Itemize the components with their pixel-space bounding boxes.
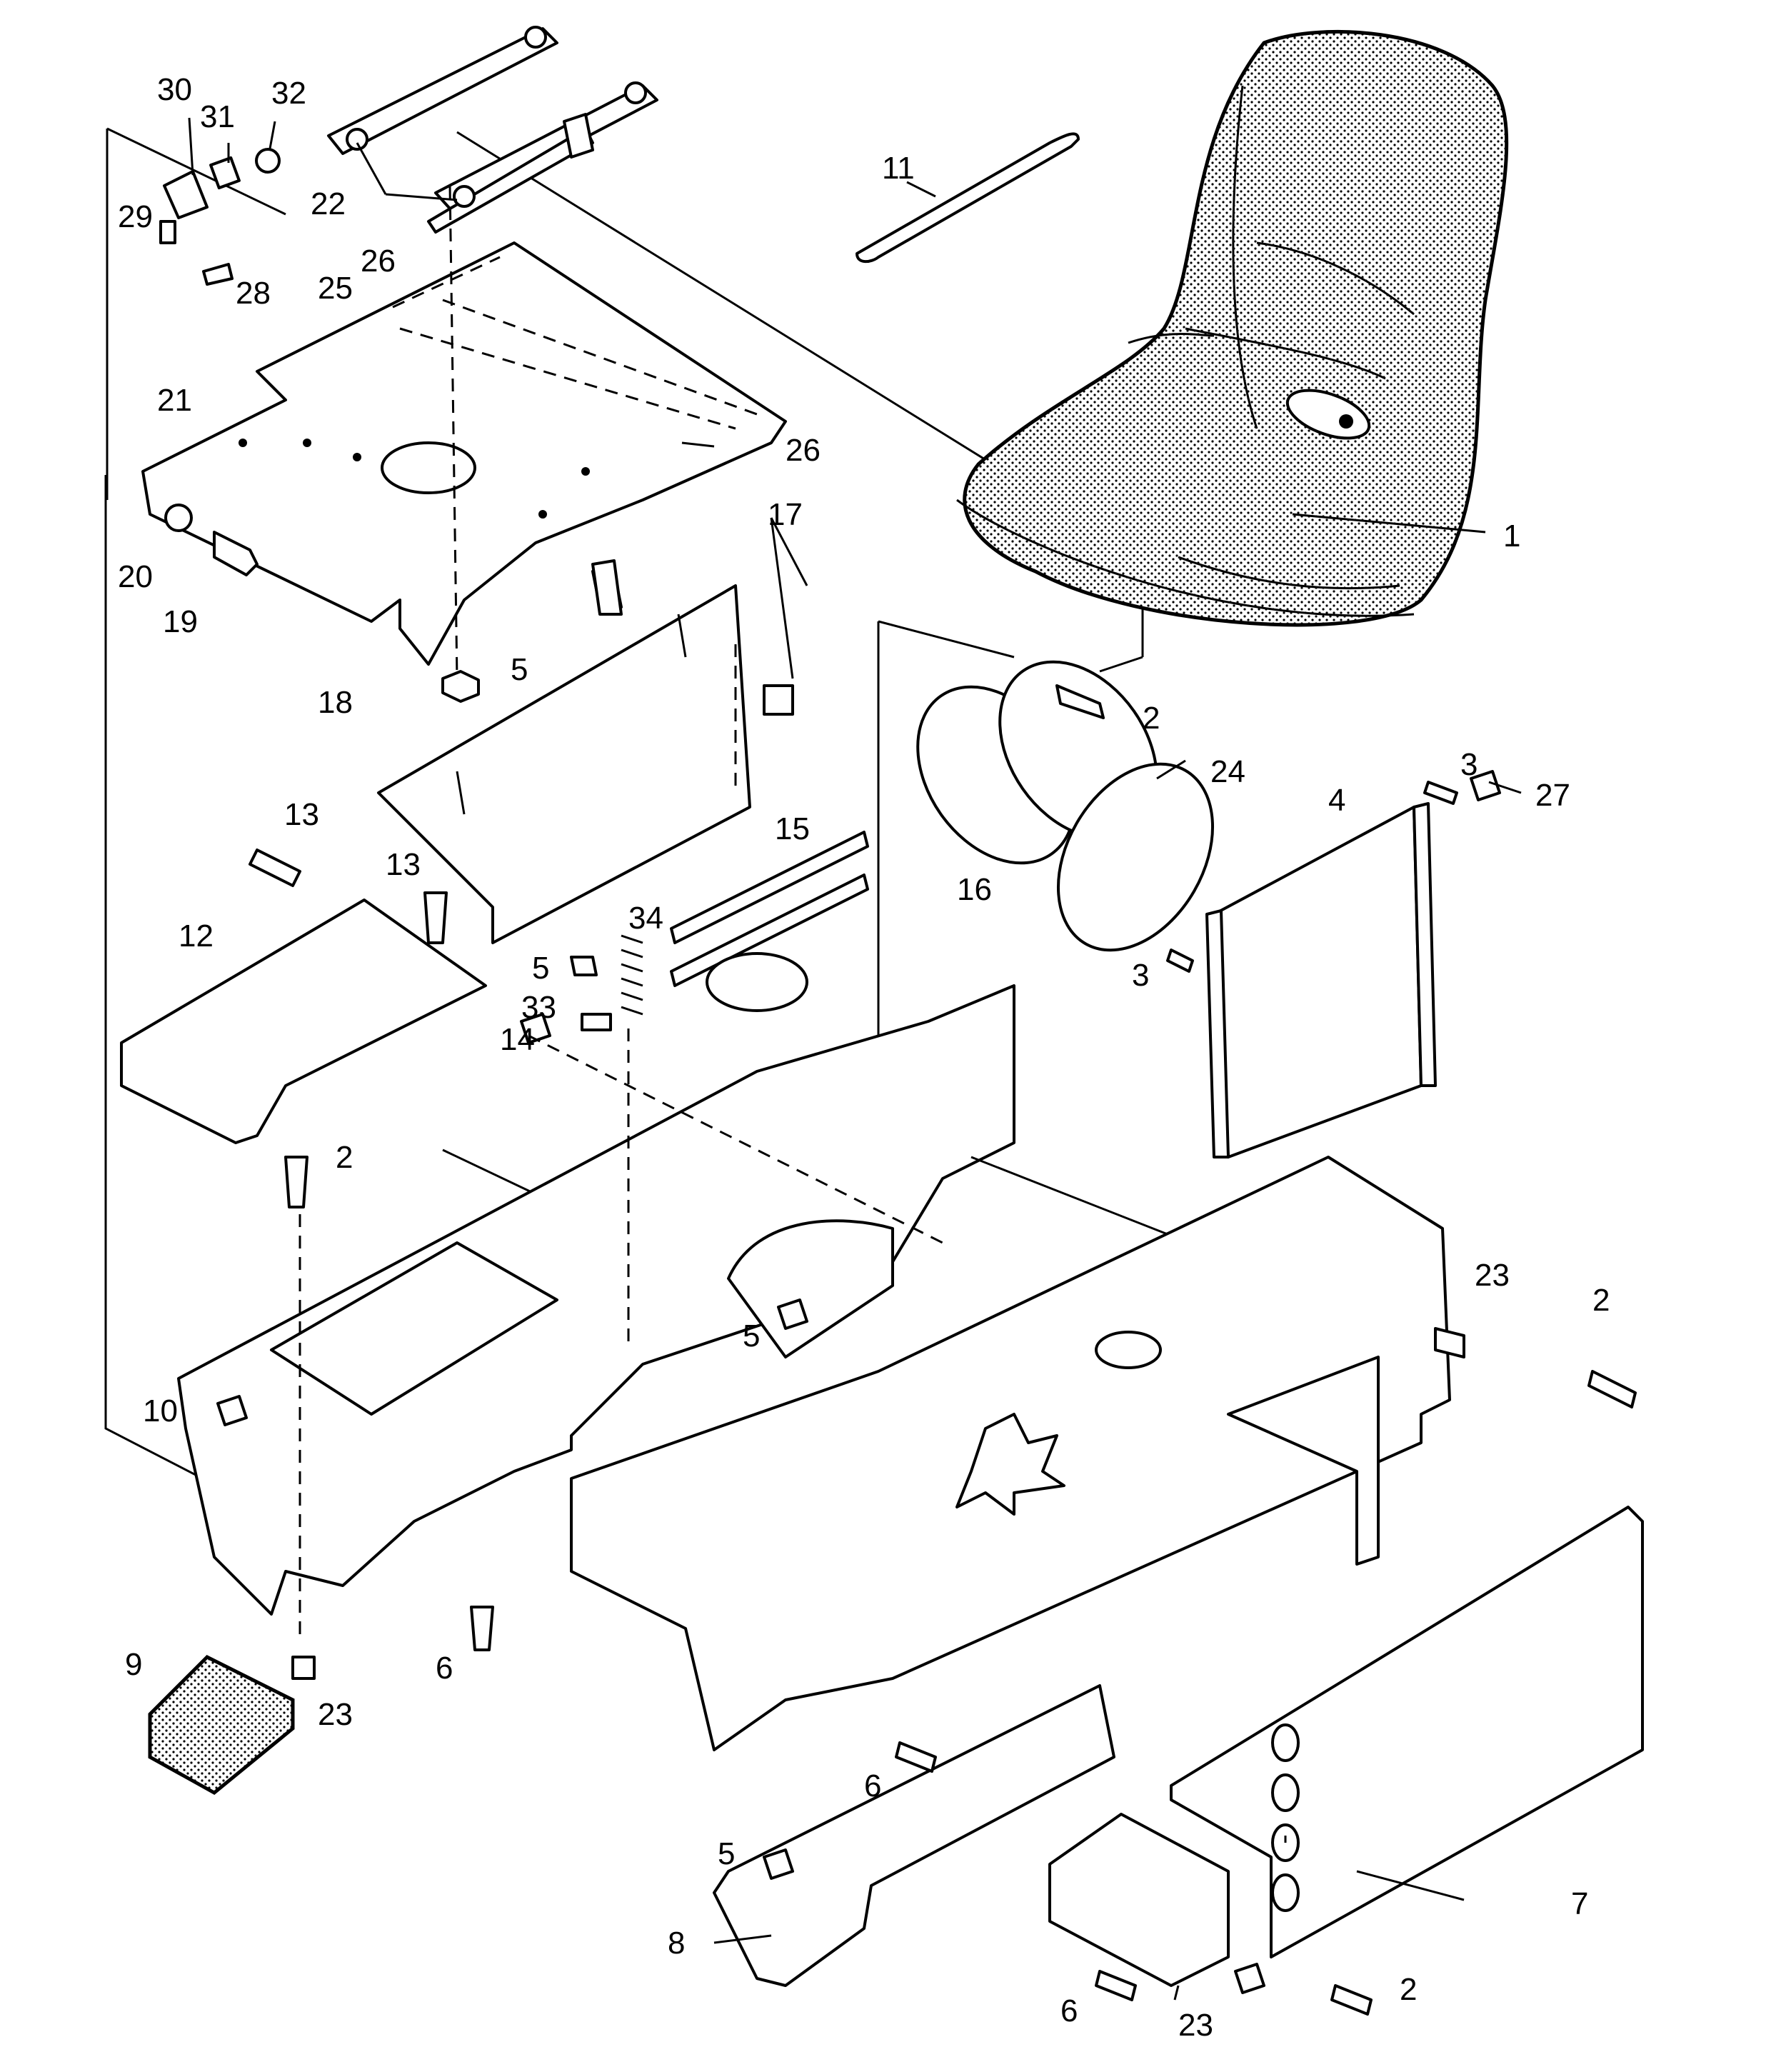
callout-5-top: 5 — [511, 652, 528, 687]
callout-26-lower: 26 — [786, 433, 821, 468]
callout-5-mid: 5 — [532, 951, 549, 986]
seat-rails — [327, 26, 658, 234]
callout-29: 29 — [118, 199, 153, 234]
callout-24: 24 — [1210, 754, 1245, 789]
callout-15: 15 — [775, 811, 810, 846]
hex-nut — [441, 670, 480, 703]
callout-1: 1 — [1503, 519, 1520, 554]
latch-hardware — [159, 148, 281, 286]
callout-17: 17 — [768, 497, 803, 532]
leader-lines — [188, 117, 1522, 2001]
spring-plate — [581, 1013, 612, 1031]
callout-4: 4 — [1328, 783, 1345, 818]
latch-bracket — [591, 559, 623, 616]
callout-6-left: 6 — [436, 1651, 453, 1686]
callout-31: 31 — [200, 99, 235, 134]
latch-clip — [763, 684, 794, 716]
callout-12: 12 — [179, 919, 214, 954]
callout-9: 9 — [125, 1647, 142, 1682]
callout-23-bottom: 23 — [1178, 2008, 1213, 2043]
callout-6-mid: 6 — [864, 1768, 881, 1803]
callout-22: 22 — [311, 186, 346, 221]
callout-18: 18 — [318, 685, 353, 720]
callout-26: 26 — [361, 244, 396, 279]
shroud-gasket — [1056, 762, 1215, 952]
assembly-lines — [298, 185, 943, 1643]
callout-5-center: 5 — [743, 1318, 760, 1353]
callout-7: 7 — [1571, 1886, 1588, 1921]
lower-box-bracket — [1048, 1813, 1230, 1987]
callout-2-bottom: 2 — [1400, 1972, 1417, 2007]
callout-25: 25 — [318, 271, 353, 306]
main-frame — [177, 952, 1172, 1616]
cover-plate — [120, 899, 487, 1144]
callout-6-bottom: 6 — [1060, 1993, 1078, 2028]
seal-strip-2 — [670, 874, 869, 987]
callout-13-right: 13 — [386, 847, 421, 882]
callout-8: 8 — [668, 1926, 685, 1961]
callout-2-top: 2 — [1143, 701, 1160, 736]
callout-11: 11 — [882, 151, 915, 186]
lower-bracket — [713, 1684, 1115, 1987]
callout-13-left: 13 — [284, 797, 319, 832]
washer — [164, 504, 193, 532]
callout-21: 21 — [157, 383, 192, 418]
callout-5-bottom: 5 — [718, 1836, 735, 1871]
callout-2-right: 2 — [1592, 1283, 1610, 1318]
callout-23-left: 23 — [318, 1697, 353, 1732]
side-panel — [1205, 802, 1437, 1158]
callout-19: 19 — [163, 604, 198, 639]
seat-mounting-plate — [141, 241, 787, 666]
callout-10: 10 — [143, 1393, 178, 1428]
callout-20: 20 — [118, 559, 153, 594]
callout-34: 34 — [628, 901, 663, 936]
seal-strip — [670, 831, 869, 944]
hardware-set — [216, 684, 1637, 2016]
shoulder-bolt — [213, 531, 259, 576]
seat — [956, 29, 1509, 627]
callout-16: 16 — [957, 872, 992, 907]
callout-2-mid: 2 — [336, 1140, 353, 1175]
callout-28: 28 — [236, 276, 271, 311]
callout-23-right: 23 — [1475, 1258, 1510, 1293]
right-frame-beam — [570, 1156, 1451, 1751]
dotted-cover-plate — [148, 1654, 295, 1796]
spring — [621, 934, 643, 1016]
left-group-outline — [104, 127, 286, 1523]
callout-32: 32 — [271, 76, 306, 111]
callout-33: 33 — [521, 990, 556, 1025]
callout-14: 14 — [500, 1022, 535, 1057]
callout-27: 27 — [1535, 778, 1570, 813]
callout-labels: 30 31 32 22 11 29 28 26 25 21 26 1 20 19… — [118, 72, 1610, 2043]
seat-adjust-rod — [856, 132, 1080, 264]
callout-30: 30 — [157, 72, 192, 107]
callout-3-mid: 3 — [1132, 958, 1149, 993]
callout-3-top: 3 — [1460, 747, 1478, 782]
